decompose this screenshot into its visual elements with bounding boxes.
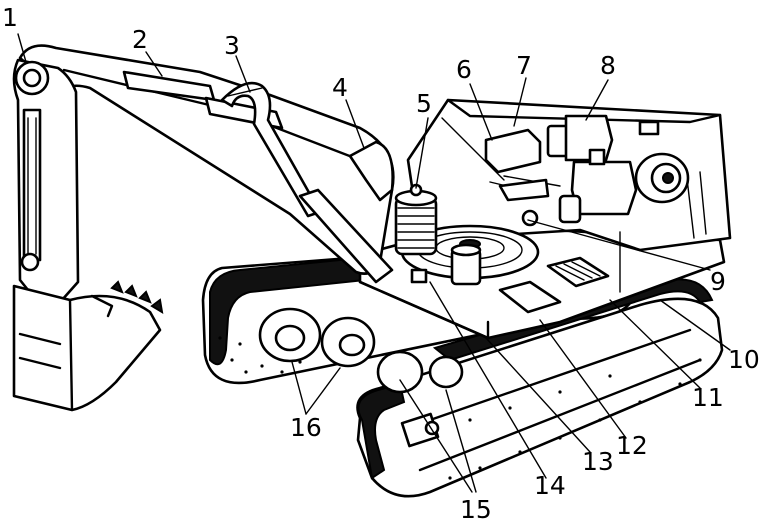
- callout-5: 5: [416, 89, 432, 118]
- leader-lines: [17, 33, 731, 493]
- callout-6: 6: [456, 55, 472, 84]
- callout-3: 3: [224, 31, 240, 60]
- callout-16: 16: [290, 413, 322, 442]
- travel-motors: [258, 307, 464, 394]
- rear-track-dark-band: [209, 256, 367, 366]
- callout-15: 15: [460, 495, 492, 524]
- front-track-texture: [448, 358, 702, 480]
- callout-4: 4: [332, 73, 348, 102]
- callout-9: 9: [710, 267, 726, 296]
- callout-14: 14: [534, 471, 566, 500]
- hose-loop: [220, 81, 322, 218]
- callout-10: 10: [728, 345, 760, 374]
- callout-8: 8: [600, 51, 616, 80]
- callout-2: 2: [132, 25, 148, 54]
- callout-1: 1: [2, 3, 18, 32]
- upper-structure: [358, 98, 732, 340]
- work-equipment: [12, 44, 395, 412]
- front-track-dark-end: [357, 382, 406, 480]
- callout-labels: 1 2 3 4 5 6 7 8 9 10 11 12 13 14 15 16: [2, 3, 760, 524]
- callout-12: 12: [616, 431, 648, 460]
- deck-plate: [498, 280, 562, 314]
- step-grate: [546, 256, 610, 288]
- bucket: [12, 284, 162, 412]
- callout-13: 13: [582, 447, 614, 476]
- boom-lift-cylinder: [298, 188, 394, 284]
- callout-11: 11: [692, 383, 724, 412]
- callout-7: 7: [516, 51, 532, 80]
- rear-track-texture: [218, 336, 302, 374]
- bucket-teeth: [110, 280, 164, 314]
- filter-stack: [394, 183, 438, 256]
- central-joint: [410, 268, 428, 284]
- arm-cylinder: [22, 108, 42, 262]
- boom-foot-bracket: [348, 140, 394, 202]
